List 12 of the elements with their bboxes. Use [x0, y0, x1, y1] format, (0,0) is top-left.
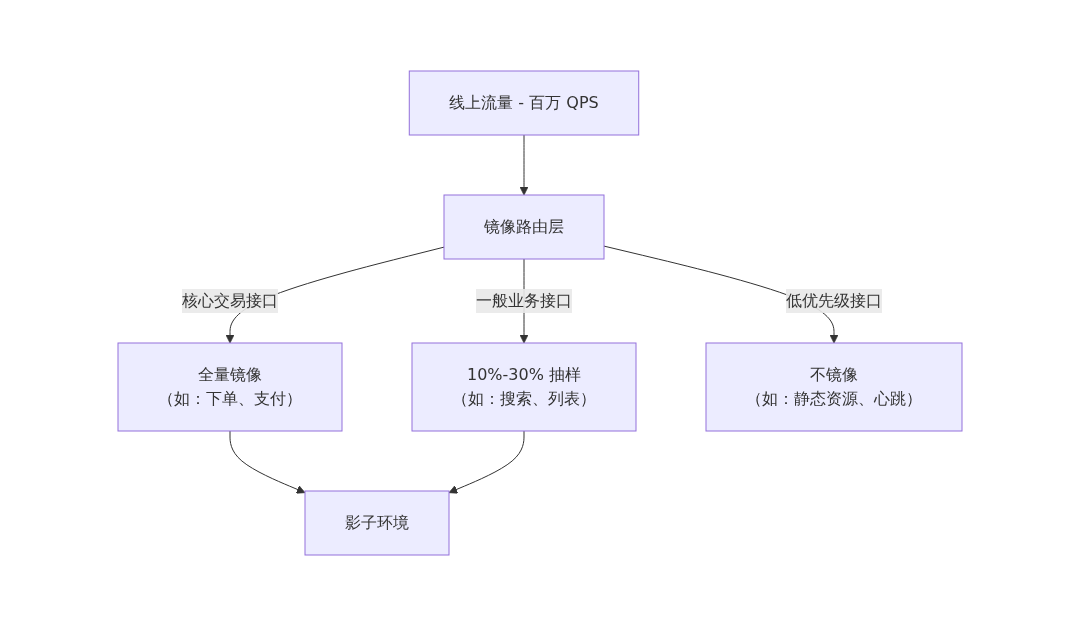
- arrow: [448, 430, 525, 494]
- node-box: 镜像路由层: [443, 194, 605, 260]
- node-box: 不镜像 （如：静态资源、心跳）: [705, 342, 963, 432]
- node-box: 影子环境: [304, 490, 450, 556]
- arrow: [519, 134, 529, 196]
- edge-label: 低优先级接口: [786, 291, 882, 310]
- arrow: [229, 430, 306, 494]
- node-box: 全量镜像 （如：下单、支付）: [117, 342, 343, 432]
- edge-label: 一般业务接口: [476, 291, 572, 310]
- node-box: 线上流量 - 百万 QPS: [408, 70, 640, 136]
- node-box: 10%-30% 抽样 （如：搜索、列表）: [411, 342, 637, 432]
- edge-label: 核心交易接口: [182, 291, 278, 310]
